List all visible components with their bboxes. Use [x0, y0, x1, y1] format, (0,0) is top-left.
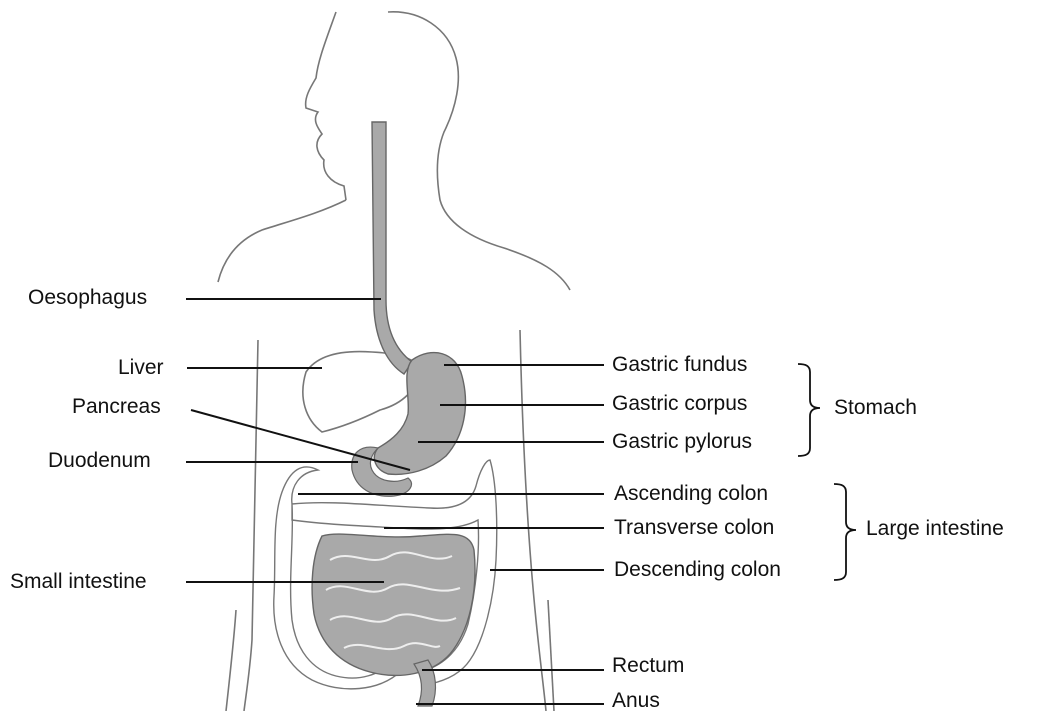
label-large-intestine: Large intestine [866, 518, 1004, 539]
label-rectum: Rectum [612, 655, 684, 676]
label-ascending-colon: Ascending colon [614, 483, 768, 504]
stomach-brace [798, 364, 820, 456]
label-gastric-fundus: Gastric fundus [612, 354, 747, 375]
label-gastric-corpus: Gastric corpus [612, 393, 747, 414]
head-back-outline [388, 12, 570, 290]
label-descending-colon: Descending colon [614, 559, 781, 580]
left-side-outline [226, 610, 236, 711]
label-liver: Liver [118, 357, 164, 378]
large-intestine-brace [834, 484, 856, 580]
head-outline [306, 12, 346, 200]
label-transverse-colon: Transverse colon [614, 517, 774, 538]
label-stomach: Stomach [834, 397, 917, 418]
left-arm-outline [244, 340, 258, 711]
label-pancreas: Pancreas [72, 396, 161, 417]
label-small-intestine: Small intestine [10, 571, 147, 592]
label-anus: Anus [612, 690, 660, 711]
left-shoulder-outline [218, 200, 346, 282]
right-side-outline [548, 600, 554, 711]
right-arm-outline [520, 330, 546, 711]
label-duodenum: Duodenum [48, 450, 151, 471]
label-oesophagus: Oesophagus [28, 287, 147, 308]
label-gastric-pylorus: Gastric pylorus [612, 431, 752, 452]
rectum-shape [414, 660, 435, 706]
oesophagus-shape [372, 122, 412, 374]
